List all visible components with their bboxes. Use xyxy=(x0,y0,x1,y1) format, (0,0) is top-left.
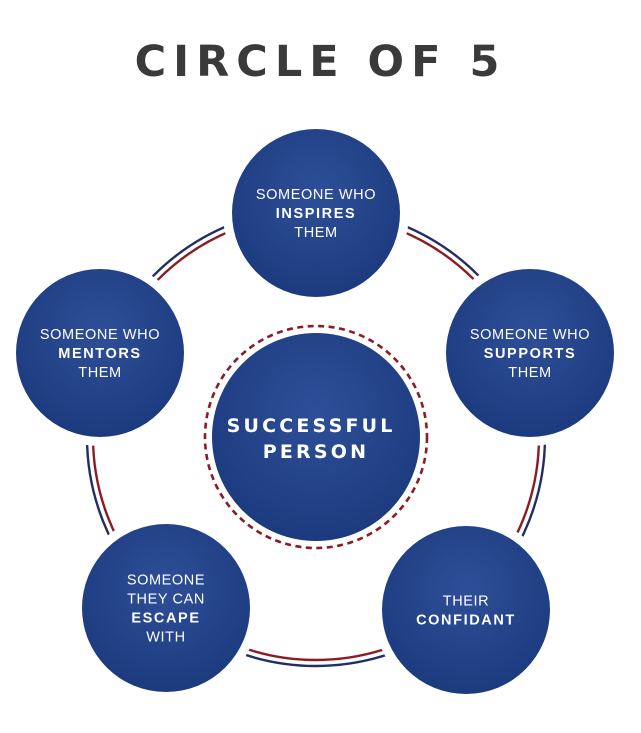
node-label-line: SUPPORTS xyxy=(484,346,577,362)
node-mentors: SOMEONE WHO MENTORS THEM xyxy=(7,260,193,446)
node-label: SOMEONE THEY CAN ESCAPE WITH xyxy=(127,573,205,646)
node-confidant: THEIR CONFIDANT xyxy=(373,517,559,703)
node-label-line: SOMEONE WHO xyxy=(40,327,160,343)
node-escape: SOMEONE THEY CAN ESCAPE WITH xyxy=(73,515,259,701)
center-label-line: PERSON xyxy=(263,441,369,463)
center-label: SUCCESSFUL PERSON xyxy=(227,415,406,463)
node-label-line: INSPIRES xyxy=(276,206,357,222)
node-label-line: SOMEONE WHO xyxy=(470,327,590,343)
node-circle xyxy=(82,524,250,692)
node-label-line: THEY CAN xyxy=(127,592,205,608)
center-dashed-ring xyxy=(203,324,429,550)
node-label-line: ESCAPE xyxy=(131,611,200,627)
center-circle xyxy=(212,333,420,541)
outer-nodes: SOMEONE WHO INSPIRES THEM SOMEONE WHO SUPPOR… xyxy=(7,120,623,703)
node-label-line: SOMEONE xyxy=(127,573,205,589)
node-label-line: SOMEONE WHO xyxy=(256,187,376,203)
center-label-line: SUCCESSFUL xyxy=(227,415,396,437)
node-label: SOMEONE WHO MENTORS THEM xyxy=(40,327,160,381)
node-circle xyxy=(446,269,614,437)
node-label-line: MENTORS xyxy=(58,346,141,362)
node-inspires: SOMEONE WHO INSPIRES THEM xyxy=(223,120,409,306)
node-label-line: THEM xyxy=(508,365,551,381)
node-label-line: CONFIDANT xyxy=(416,613,516,629)
node-circle xyxy=(16,269,184,437)
node-label-line: WITH xyxy=(146,630,185,646)
node-label: THEIR CONFIDANT xyxy=(416,594,516,629)
node-supports: SOMEONE WHO SUPPORTS THEM xyxy=(437,260,623,446)
node-label: SOMEONE WHO SUPPORTS THEM xyxy=(470,327,590,381)
node-circle xyxy=(382,526,550,694)
node-label-line: THEIR xyxy=(443,594,490,610)
diagram-title: CIRCLE OF 5 xyxy=(134,37,507,87)
node-circle xyxy=(232,129,400,297)
node-label: SOMEONE WHO INSPIRES THEM xyxy=(256,187,376,241)
node-label-line: THEM xyxy=(294,225,337,241)
node-label-line: THEM xyxy=(78,365,121,381)
